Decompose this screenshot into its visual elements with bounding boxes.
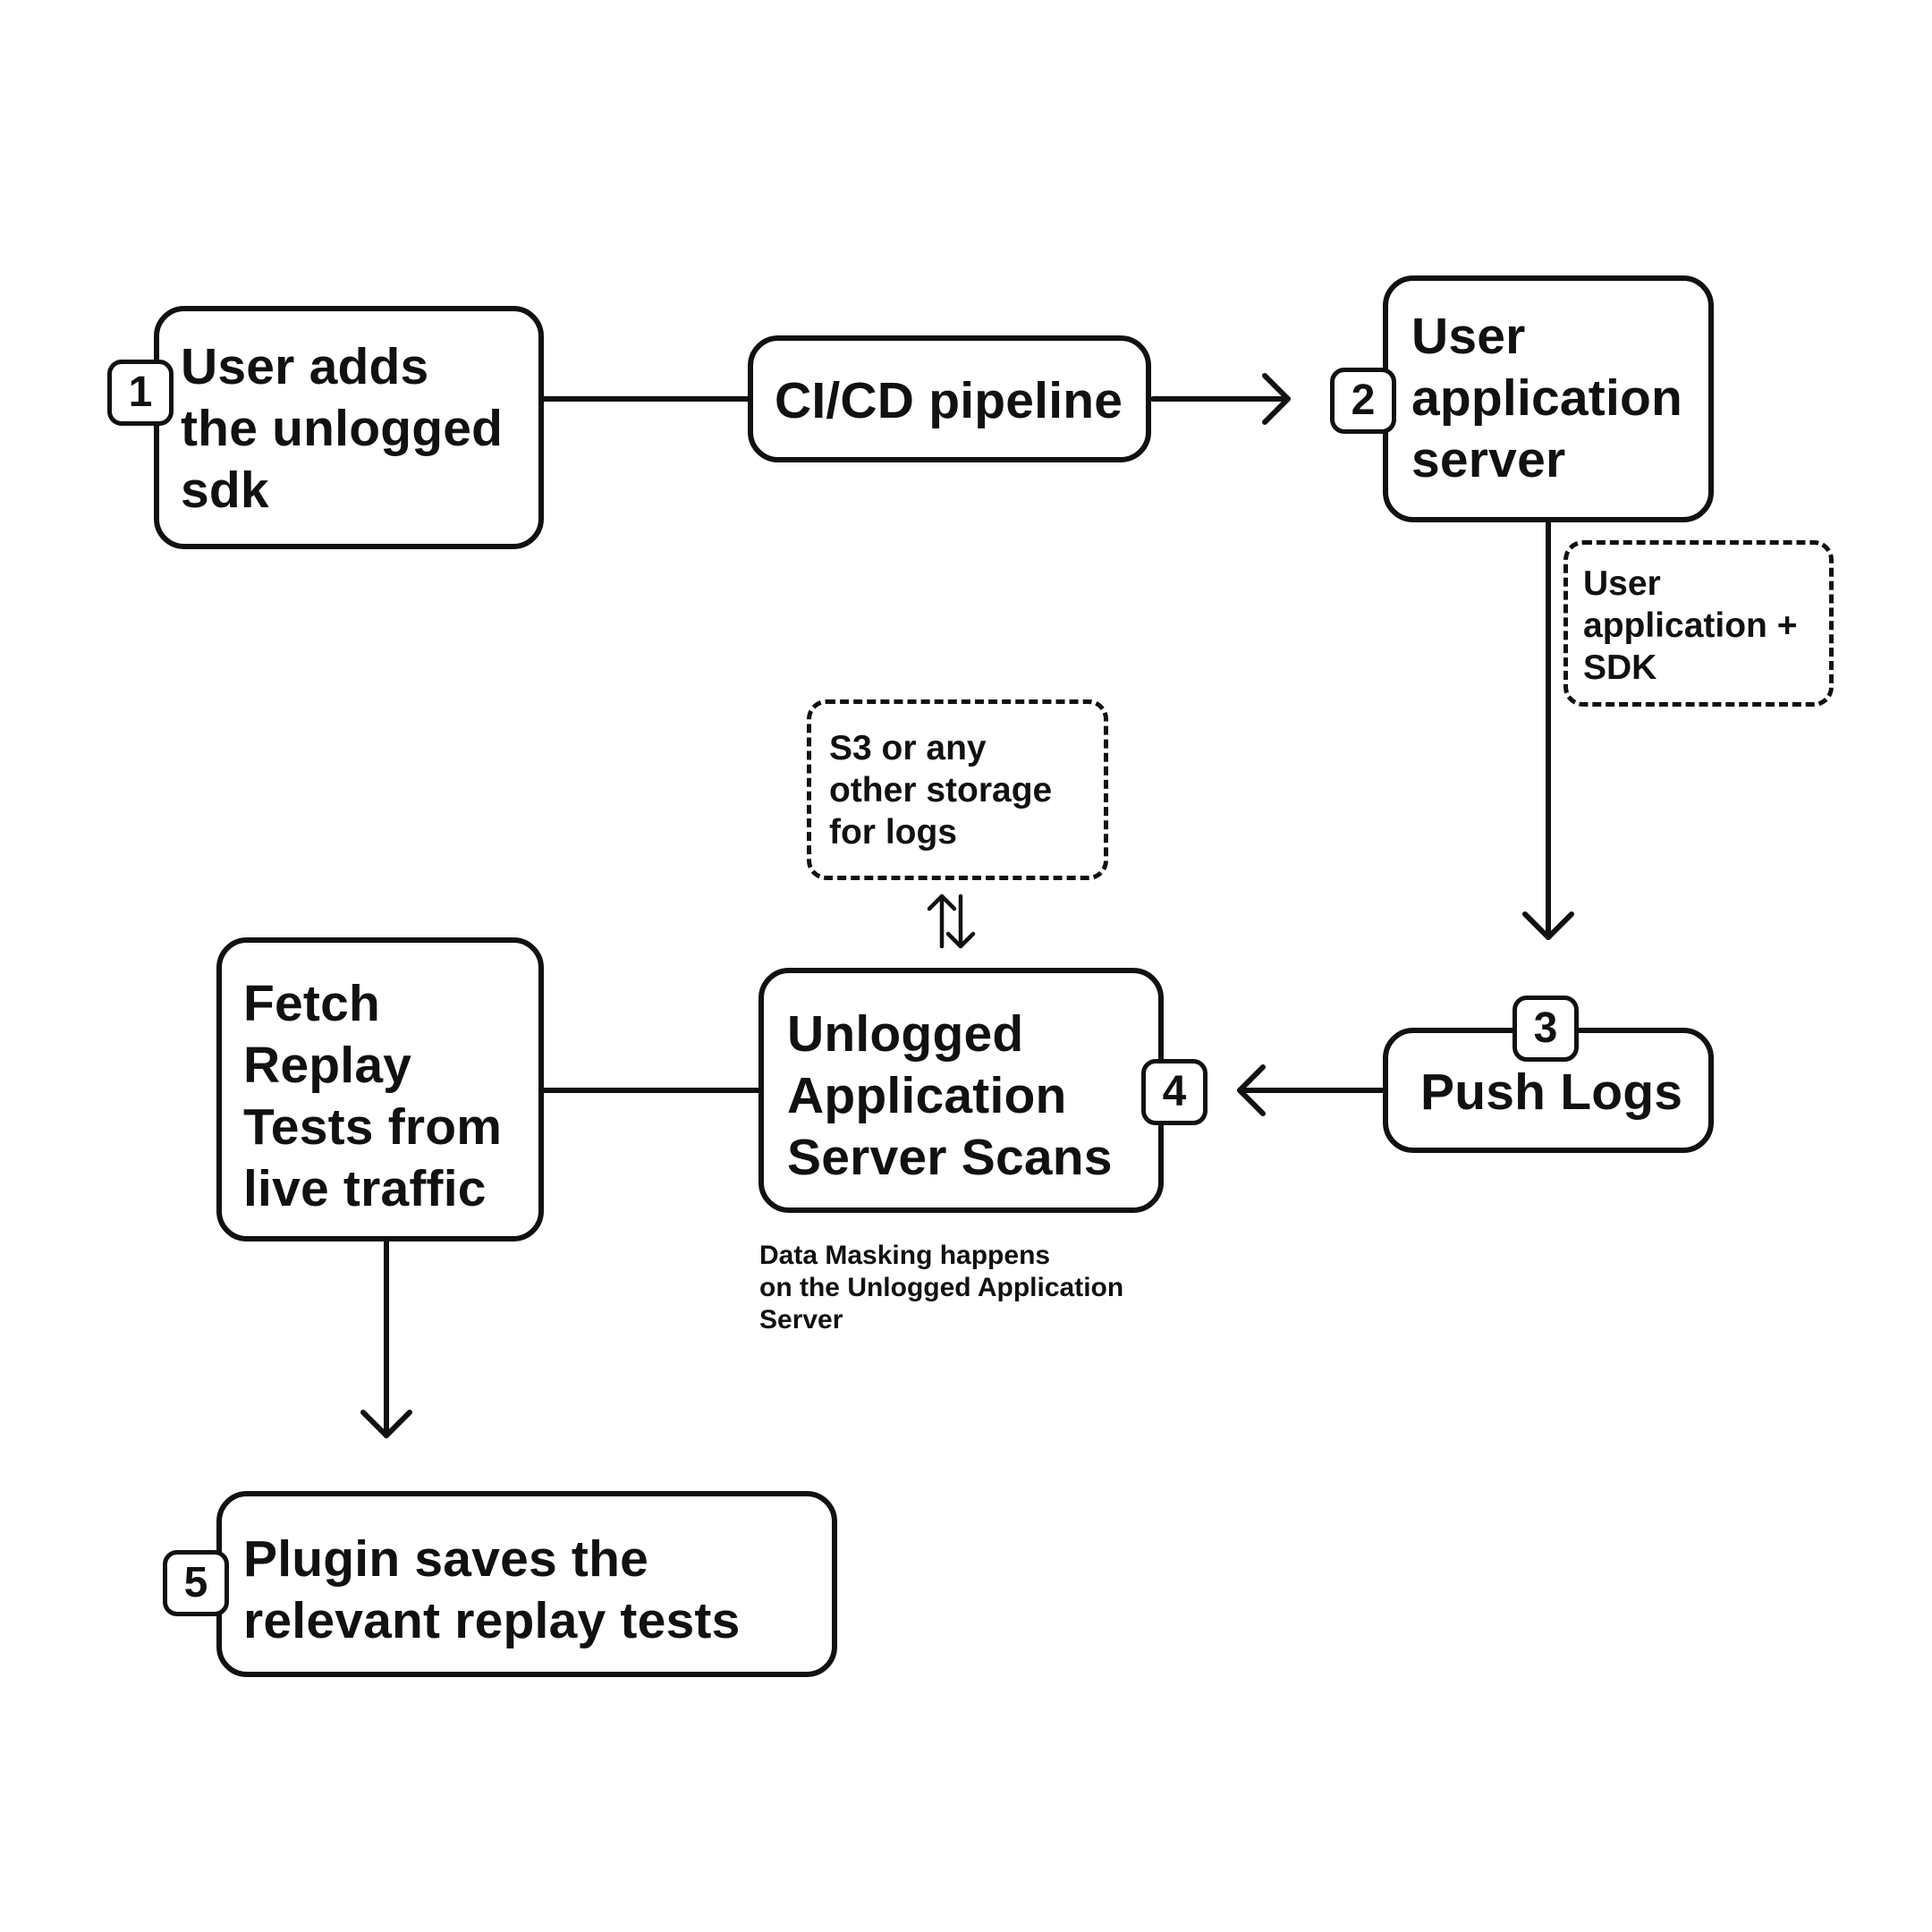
step-3-badge: 3	[1513, 996, 1579, 1062]
storage-note: S3 or any other storage for logs	[807, 699, 1108, 880]
fetch-replay-node: Fetch Replay Tests from live traffic	[216, 937, 544, 1241]
arrowhead-down-icon	[1522, 911, 1574, 940]
app-sdk-note: User application + SDK	[1563, 540, 1834, 707]
step-2-badge: 2	[1330, 368, 1396, 434]
exchange-arrows-icon	[927, 894, 976, 949]
step-4-badge: 4	[1141, 1059, 1208, 1125]
arrowhead-right-icon	[1262, 373, 1291, 425]
data-masking-caption: Data Masking happens on the Unlogged App…	[759, 1241, 1124, 1335]
plugin-node: Plugin saves the relevant replay tests	[216, 1491, 837, 1677]
push-logs-label: Push Logs	[1420, 1063, 1683, 1121]
app-server-label: User application server	[1411, 308, 1683, 488]
app-sdk-note-label: User application + SDK	[1583, 564, 1798, 687]
storage-note-label: S3 or any other storage for logs	[829, 729, 1053, 852]
arrowhead-left-icon	[1237, 1064, 1266, 1116]
sdk-node-label: User adds the unlogged sdk	[181, 338, 504, 519]
sdk-node: User adds the unlogged sdk	[154, 306, 544, 549]
plugin-label: Plugin saves the relevant replay tests	[243, 1530, 741, 1649]
arrowhead-down-icon	[360, 1410, 412, 1438]
unlogged-server-node: Unlogged Application Server Scans	[758, 968, 1164, 1213]
fetch-replay-label: Fetch Replay Tests from live traffic	[243, 975, 503, 1217]
cicd-pipeline-node: CI/CD pipeline	[748, 335, 1151, 462]
push-logs-node: Push Logs	[1383, 1028, 1714, 1153]
unlogged-server-label: Unlogged Application Server Scans	[787, 1005, 1113, 1186]
app-server-node: User application server	[1383, 275, 1714, 522]
cicd-pipeline-label: CI/CD pipeline	[775, 372, 1123, 429]
step-1-badge: 1	[107, 360, 174, 426]
step-5-badge: 5	[163, 1550, 229, 1616]
